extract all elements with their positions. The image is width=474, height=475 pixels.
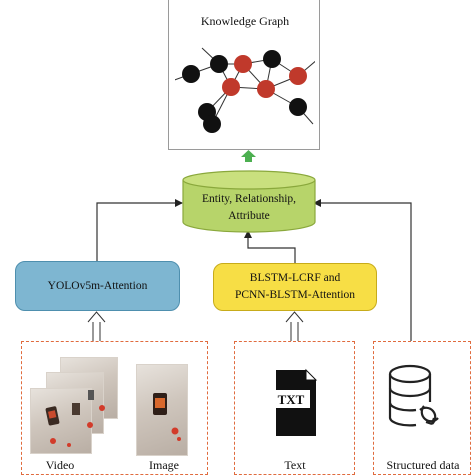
kg-node — [257, 80, 275, 98]
kg-node — [263, 50, 281, 68]
structured-data-label: Structured data — [386, 458, 460, 472]
video-frame-object-icon — [45, 406, 71, 447]
kg-node — [210, 55, 228, 73]
image-sample — [136, 364, 188, 456]
database-label-line2: Attribute — [228, 209, 270, 222]
arrow-structured-to-database — [313, 199, 412, 341]
double-arrow-text-to-blstm — [285, 311, 304, 341]
knowledge-graph-title: Knowledge Graph — [200, 14, 290, 28]
video-frame — [30, 388, 92, 454]
kg-node — [222, 78, 240, 96]
arrow-blstm-to-database — [244, 230, 296, 263]
database-label: Entity, Relationship, Attribute — [181, 191, 317, 224]
arrow-database-to-kg-head — [241, 150, 256, 157]
yolo-model-box: YOLOv5m-Attention — [15, 261, 180, 311]
video-label: Video — [45, 458, 75, 472]
database-sync-icon — [388, 364, 439, 427]
kg-node — [289, 98, 307, 116]
yolo-model-label: YOLOv5m-Attention — [47, 279, 148, 292]
kg-node — [182, 65, 200, 83]
blstm-model-label-line2: PCNN-BLSTM-Attention — [234, 289, 356, 301]
kg-node — [289, 67, 307, 85]
kg-node — [203, 115, 221, 133]
video-frame-object-icon — [48, 375, 104, 440]
double-arrow-images-to-yolo — [87, 311, 106, 341]
database-label-line1: Entity, Relationship, — [201, 193, 297, 205]
arrow-yolo-to-database — [96, 199, 183, 261]
blstm-model-label-line1: BLSTM-LCRF and — [249, 272, 341, 285]
kg-node — [234, 55, 252, 73]
knowledge-graph-panel: Knowledge Graph — [168, 0, 320, 150]
arrow-database-to-kg-shaft — [245, 156, 252, 162]
video-frame-object-icon — [62, 360, 118, 425]
txt-file-icon-label: TXT — [278, 392, 305, 407]
image-object-icon — [153, 393, 181, 441]
database-cylinder — [182, 170, 316, 233]
text-label: Text — [284, 458, 306, 472]
txt-file-icon: TXT — [272, 368, 318, 436]
knowledge-graph-network — [175, 47, 315, 133]
blstm-model-box: BLSTM-LCRF and PCNN-BLSTM-Attention — [213, 263, 377, 311]
image-label: Image — [149, 458, 179, 472]
